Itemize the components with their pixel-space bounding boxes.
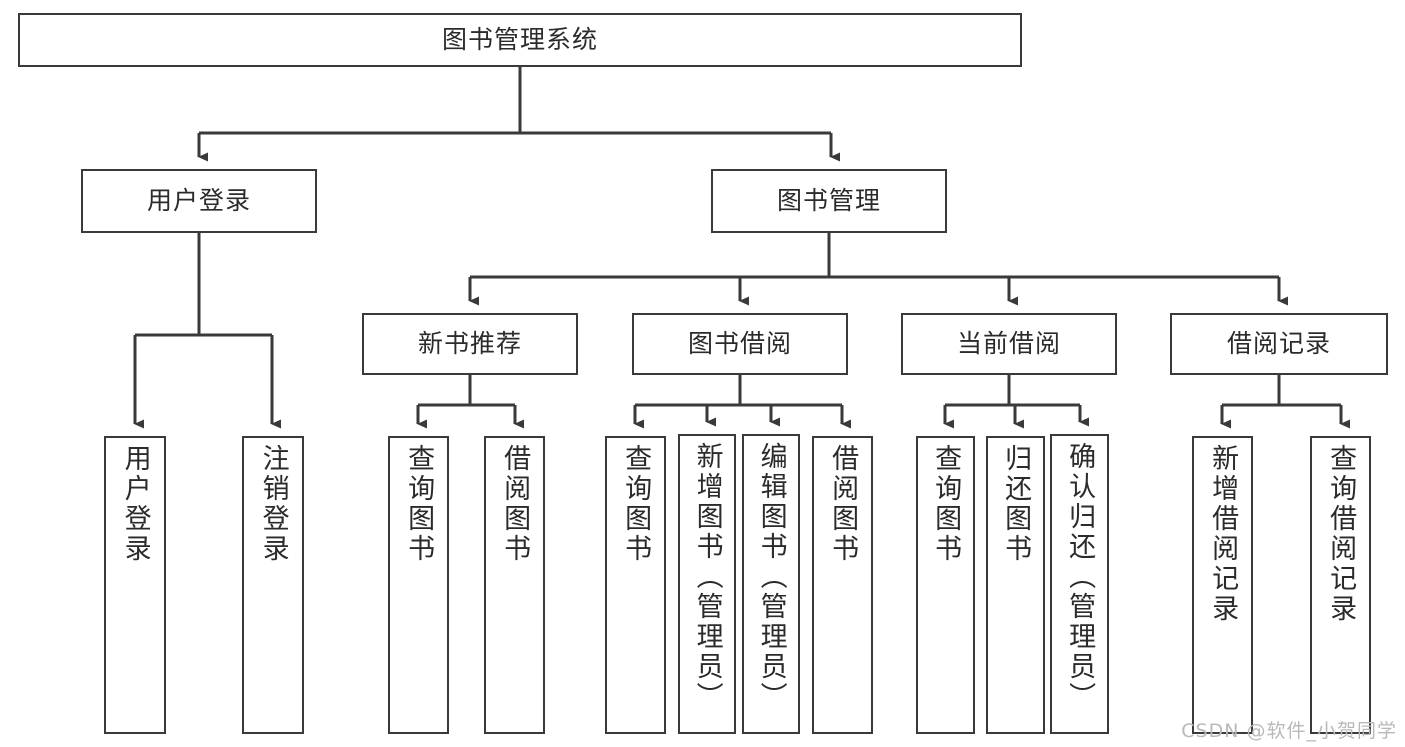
node-borrow-record[interactable]: 借阅记录 bbox=[1170, 313, 1388, 375]
node-leaf-query-book-1[interactable]: 查询图书 bbox=[388, 436, 449, 734]
node-leaf-query-book-2[interactable]: 查询图书 bbox=[605, 436, 666, 734]
node-leaf-query-record-label: 查询借阅记录 bbox=[1325, 444, 1357, 624]
node-leaf-add-record-label: 新增借阅记录 bbox=[1207, 444, 1239, 624]
node-leaf-borrow-book-1-label: 借阅图书 bbox=[499, 444, 531, 564]
node-root[interactable]: 图书管理系统 bbox=[18, 13, 1022, 67]
node-user-login[interactable]: 用户登录 bbox=[81, 169, 317, 233]
node-leaf-confirm-return-label: 确认归还（管理员） bbox=[1064, 442, 1096, 712]
node-leaf-query-book-1-label: 查询图书 bbox=[403, 444, 435, 564]
node-leaf-query-book-3[interactable]: 查询图书 bbox=[916, 436, 975, 734]
node-new-book-rec-label: 新书推荐 bbox=[417, 329, 522, 359]
node-leaf-query-record[interactable]: 查询借阅记录 bbox=[1310, 436, 1371, 734]
node-leaf-borrow-book-1[interactable]: 借阅图书 bbox=[484, 436, 545, 734]
node-leaf-return-book[interactable]: 归还图书 bbox=[986, 436, 1045, 734]
node-leaf-user-login[interactable]: 用户登录 bbox=[104, 436, 166, 734]
node-user-login-label: 用户登录 bbox=[146, 186, 251, 216]
node-leaf-add-book-label: 新增图书（管理员） bbox=[691, 442, 723, 712]
node-leaf-user-login-label: 用户登录 bbox=[119, 444, 151, 564]
node-leaf-return-book-label: 归还图书 bbox=[1000, 444, 1032, 564]
node-borrow-record-label: 借阅记录 bbox=[1226, 329, 1331, 359]
node-leaf-borrow-book-2[interactable]: 借阅图书 bbox=[812, 436, 873, 734]
node-new-book-rec[interactable]: 新书推荐 bbox=[362, 313, 578, 375]
node-book-manage[interactable]: 图书管理 bbox=[711, 169, 947, 233]
node-book-borrow-label: 图书借阅 bbox=[687, 329, 792, 359]
node-leaf-query-book-2-label: 查询图书 bbox=[620, 444, 652, 564]
node-root-label: 图书管理系统 bbox=[441, 25, 598, 55]
node-leaf-borrow-book-2-label: 借阅图书 bbox=[827, 444, 859, 564]
node-leaf-add-record[interactable]: 新增借阅记录 bbox=[1192, 436, 1253, 734]
node-leaf-edit-book[interactable]: 编辑图书（管理员） bbox=[742, 434, 800, 734]
node-leaf-query-book-3-label: 查询图书 bbox=[930, 444, 962, 564]
node-leaf-logout-login-label: 注销登录 bbox=[257, 444, 289, 564]
node-leaf-add-book[interactable]: 新增图书（管理员） bbox=[678, 434, 736, 734]
node-current-borrow-label: 当前借阅 bbox=[956, 329, 1061, 359]
node-leaf-logout-login[interactable]: 注销登录 bbox=[242, 436, 304, 734]
node-book-borrow[interactable]: 图书借阅 bbox=[632, 313, 848, 375]
node-book-manage-label: 图书管理 bbox=[776, 186, 881, 216]
node-current-borrow[interactable]: 当前借阅 bbox=[901, 313, 1117, 375]
node-leaf-confirm-return[interactable]: 确认归还（管理员） bbox=[1050, 434, 1109, 734]
node-leaf-edit-book-label: 编辑图书（管理员） bbox=[755, 442, 787, 712]
